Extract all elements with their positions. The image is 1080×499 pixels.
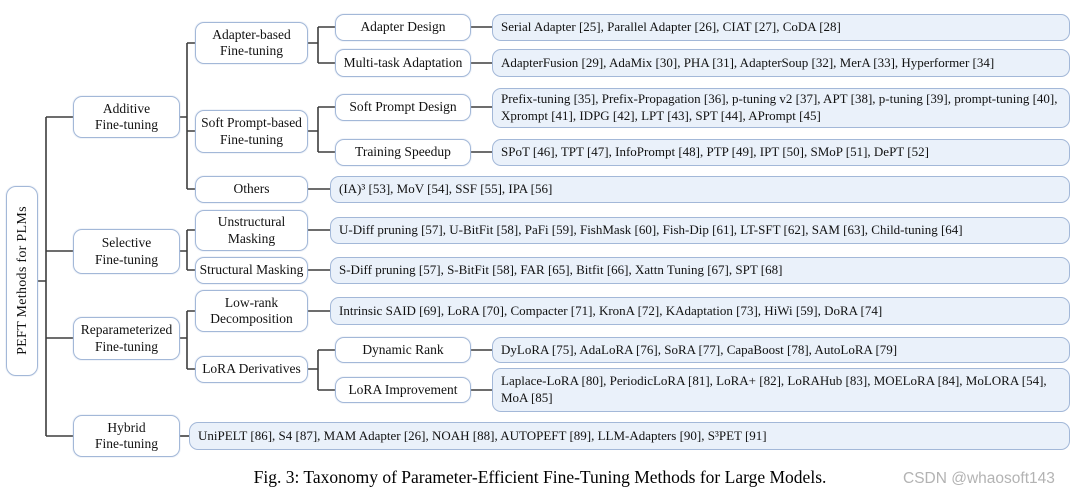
leaf-soft-prompt-design-refs: Prefix-tuning [35], Prefix-Propagation [… bbox=[492, 88, 1070, 128]
figure-caption: Fig. 3: Taxonomy of Parameter-Efficient … bbox=[253, 467, 827, 487]
leaf-multi-task-adaptation-refs: AdapterFusion [29], AdaMix [30], PHA [31… bbox=[492, 49, 1070, 77]
root-label: PEFT Methods for PLMs bbox=[14, 206, 30, 356]
connector-selective-branch bbox=[180, 229, 195, 271]
node-lora-improvement: LoRA Improvement bbox=[335, 377, 471, 403]
node-low-rank-decomposition: Low-rank Decomposition bbox=[195, 290, 308, 332]
node-adapter-based-fine-tuning: Adapter-based Fine-tuning bbox=[195, 22, 308, 64]
leaf-structural-masking-refs: S-Diff pruning [57], S-BitFit [58], FAR … bbox=[330, 257, 1070, 284]
node-selective-fine-tuning: Selective Fine-tuning bbox=[73, 229, 180, 274]
leaf-lora-improvement-refs: Laplace-LoRA [80], PeriodicLoRA [81], Lo… bbox=[492, 368, 1070, 412]
leaf-others-refs: (IA)³ [53], MoV [54], SSF [55], IPA [56] bbox=[330, 176, 1070, 203]
connector-soft-prompt-branch bbox=[308, 106, 335, 153]
node-additive-fine-tuning: Additive Fine-tuning bbox=[73, 96, 180, 138]
node-lora-derivatives: LoRA Derivatives bbox=[195, 356, 308, 383]
leaf-dynamic-rank-refs: DyLoRA [75], AdaLoRA [76], SoRA [77], Ca… bbox=[492, 337, 1070, 363]
connector-adapter-based-branch bbox=[308, 26, 335, 64]
node-dynamic-rank: Dynamic Rank bbox=[335, 337, 471, 363]
watermark: CSDN @whaosoft143 bbox=[903, 470, 1055, 487]
node-unstructural-masking: Unstructural Masking bbox=[195, 210, 308, 251]
leaf-training-speedup-refs: SPoT [46], TPT [47], InfoPrompt [48], PT… bbox=[492, 139, 1070, 166]
connector-level3-leaves bbox=[471, 26, 492, 391]
node-soft-prompt-based-fine-tuning: Soft Prompt-based Fine-tuning bbox=[195, 110, 308, 153]
node-training-speedup: Training Speedup bbox=[335, 139, 471, 166]
node-structural-masking: Structural Masking bbox=[195, 257, 308, 284]
connector-additive-branch bbox=[180, 42, 195, 190]
node-multi-task-adaptation: Multi-task Adaptation bbox=[335, 49, 471, 77]
node-soft-prompt-design: Soft Prompt Design bbox=[335, 94, 471, 121]
connector-reparameterized-branch bbox=[180, 310, 195, 370]
node-peft-methods-root: PEFT Methods for PLMs bbox=[6, 186, 38, 376]
leaf-low-rank-decomposition-refs: Intrinsic SAID [69], LoRA [70], Compacte… bbox=[330, 297, 1070, 325]
leaf-unstructural-masking-refs: U-Diff pruning [57], U-BitFit [58], PaFi… bbox=[330, 217, 1070, 244]
connector-root-branch bbox=[38, 116, 73, 437]
connector-lora-derivatives-branch bbox=[308, 349, 335, 391]
node-others: Others bbox=[195, 176, 308, 203]
node-reparameterized-fine-tuning: Reparameterized Fine-tuning bbox=[73, 317, 180, 360]
leaf-hybrid-refs: UniPELT [86], S4 [87], MAM Adapter [26],… bbox=[189, 422, 1070, 450]
leaf-adapter-design-refs: Serial Adapter [25], Parallel Adapter [2… bbox=[492, 14, 1070, 41]
node-hybrid-fine-tuning: Hybrid Fine-tuning bbox=[73, 415, 180, 457]
node-adapter-design: Adapter Design bbox=[335, 14, 471, 41]
